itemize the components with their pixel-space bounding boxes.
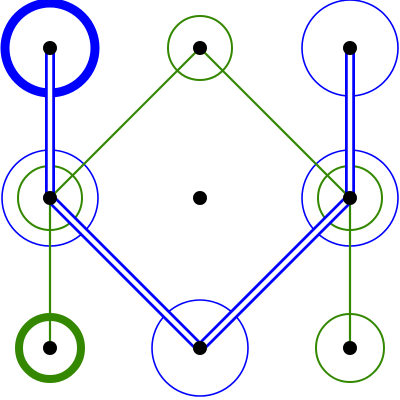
green-edge-mid-left-to-top-center	[48, 46, 202, 200]
node-mid-left	[43, 191, 57, 205]
green-edge-top-center-to-mid-right	[198, 46, 352, 200]
node-top-left	[43, 41, 57, 55]
blue-edge-mid-left-to-bottom-center	[46, 194, 204, 352]
node-center	[193, 191, 207, 205]
node-mid-right	[343, 191, 357, 205]
node-layer	[43, 41, 357, 355]
node-bottom-center	[193, 341, 207, 355]
node-bottom-left	[43, 341, 57, 355]
node-bottom-right	[343, 341, 357, 355]
green-edge-layer	[48, 46, 352, 350]
blue-edge-layer	[45, 48, 355, 352]
blue-edge-bottom-center-to-mid-right	[196, 194, 354, 352]
green-ring-top-center	[167, 15, 233, 81]
blue-ring-bottom-center	[151, 299, 249, 397]
node-top-right	[343, 41, 357, 55]
node-top-center	[193, 41, 207, 55]
